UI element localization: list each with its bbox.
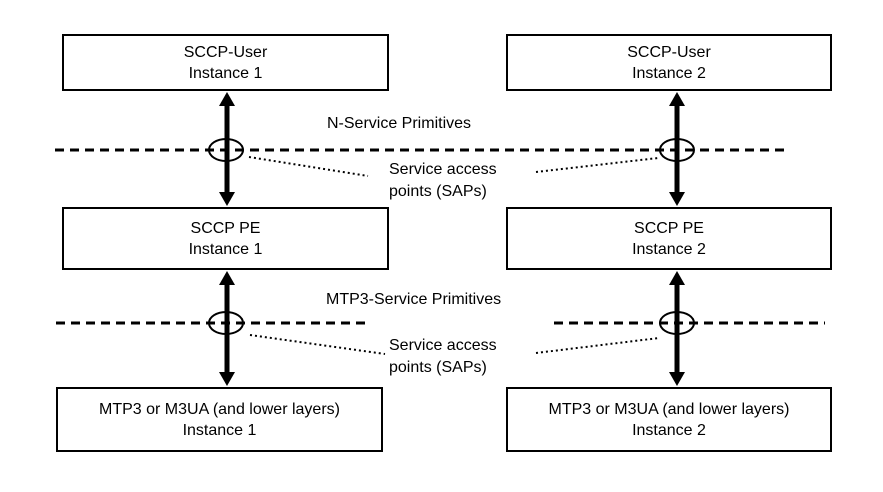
arrow-head-down-icon [219,192,235,206]
box-instance: Instance 1 [188,64,263,82]
box-sccp-user-instance-2: SCCP-User Instance 2 [506,34,832,91]
box-title: MTP3 or M3UA (and lower layers) [99,400,340,418]
label-line: points (SAPs) [389,183,487,200]
box-sccp-user-instance-1: SCCP-User Instance 1 [62,34,389,91]
box-instance: Instance 2 [632,421,706,439]
box-title: SCCP-User [183,43,268,61]
arrow-head-up-icon [669,271,685,285]
box-instance: Instance 1 [188,240,263,258]
box-title: MTP3 or M3UA (and lower layers) [548,400,790,418]
arrow-head-down-icon [669,372,685,386]
label-line: points (SAPs) [389,359,487,376]
box-mtp3-m3ua-instance-2: MTP3 or M3UA (and lower layers) Instance… [506,387,832,452]
sap-ellipse-icon [208,138,244,162]
sap-ellipse-icon [659,311,695,335]
leader-line-lower-right [535,337,660,354]
arrow-head-down-icon [669,192,685,206]
sap-ellipse-icon [659,138,695,162]
arrow-head-up-icon [669,92,685,106]
leader-line-upper-right [535,157,659,173]
box-title: SCCP PE [190,219,261,237]
box-sccp-pe-instance-2: SCCP PE Instance 2 [506,207,832,270]
arrow-head-up-icon [219,92,235,106]
box-instance: Instance 1 [182,421,257,439]
label-service-access-points-lower: Service access points (SAPs) [389,335,497,379]
box-instance: Instance 2 [632,240,706,258]
leader-line-upper-left [248,156,369,177]
label-line: Service access [389,161,497,178]
box-mtp3-m3ua-instance-1: MTP3 or M3UA (and lower layers) Instance… [56,387,383,452]
label-n-service-primitives: N-Service Primitives [327,115,472,132]
box-title: SCCP-User [627,43,711,61]
double-arrow-sccpuser-sccppe-2 [669,92,685,206]
double-arrow-sccppe-mtp3-2 [669,271,685,386]
double-arrow-sccpuser-sccppe-1 [219,92,235,206]
double-arrow-sccppe-mtp3-1 [219,271,235,386]
leader-line-lower-left [249,334,386,355]
sap-ellipse-icon [208,311,244,335]
box-instance: Instance 2 [632,64,706,82]
box-sccp-pe-instance-1: SCCP PE Instance 1 [62,207,389,270]
arrow-head-up-icon [219,271,235,285]
label-mtp3-service-primitives: MTP3-Service Primitives [326,291,502,308]
arrow-head-down-icon [219,372,235,386]
box-title: SCCP PE [634,219,704,237]
label-line: Service access [389,337,497,354]
label-service-access-points-upper: Service access points (SAPs) [389,159,497,203]
